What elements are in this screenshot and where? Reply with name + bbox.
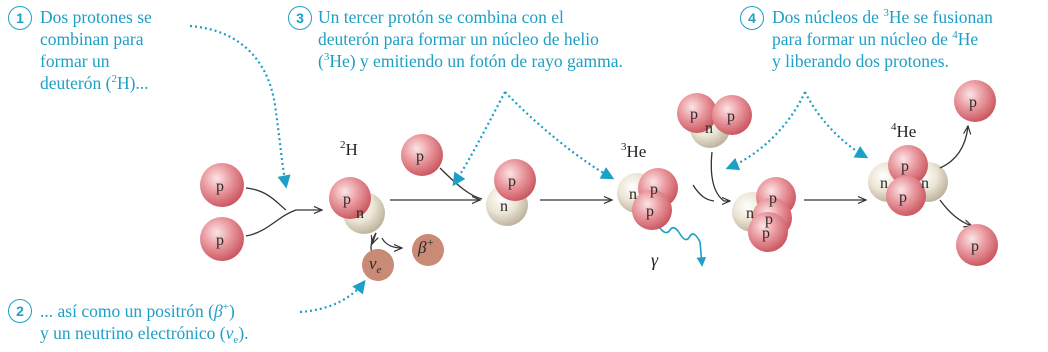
leader-step3-left xyxy=(452,91,506,187)
step-4-note: Dos núcleos de 3He se fusionan para form… xyxy=(772,6,993,72)
proton-label: p xyxy=(901,158,909,175)
proton-capture-arrow xyxy=(439,167,483,200)
helium4-label: 4He xyxy=(891,121,917,142)
helium3-pair-merged: n p p p xyxy=(732,177,796,252)
proton-label: p xyxy=(765,211,773,228)
step-2-line-2: y un neutrino electrónico (νe). xyxy=(40,323,249,346)
released-proton-top: p xyxy=(954,80,996,122)
reactant-proton-bottom: p xyxy=(200,217,244,261)
proton-label: p xyxy=(216,232,224,249)
step-3-note: Un tercer protón se combina con el deute… xyxy=(318,6,623,72)
proton-label: p xyxy=(690,106,698,123)
step-4-line-3: y liberando dos protones. xyxy=(772,51,949,71)
step-4-line-2: para formar un núcleo de 4He xyxy=(772,29,979,49)
reactant-proton-top: p xyxy=(200,163,244,207)
merge-arrow xyxy=(245,187,287,211)
positron-label: β+ xyxy=(418,237,434,258)
step-2-note: ... así como un positrón (β+) y un neutr… xyxy=(40,300,249,346)
leader-step4-left xyxy=(725,91,807,171)
gamma-label: γ xyxy=(651,250,659,270)
step-1-line-1: Dos protones se xyxy=(40,7,152,27)
step-1-line-4: deuterón (2H)... xyxy=(40,73,149,93)
neutron-label: n xyxy=(500,198,508,215)
proton-label: p xyxy=(650,181,658,198)
deuteron: p n xyxy=(329,177,385,234)
proton-label: p xyxy=(416,148,424,165)
neutrino-label: νe xyxy=(369,254,382,276)
proton-label: p xyxy=(899,189,907,206)
proton-label: p xyxy=(769,190,777,207)
helium4-nucleus: n n p p xyxy=(868,145,948,216)
released-proton-arrow-down xyxy=(939,199,972,226)
incoming-proton: p xyxy=(401,134,443,176)
leader-step1 xyxy=(189,24,291,189)
deuteron-proton-pair: p n xyxy=(486,159,536,226)
step-1-number: 1 xyxy=(8,6,32,30)
step-1-note: Dos protones se combinan para formar un … xyxy=(40,6,152,94)
step-3-line-3: (3He) y emitiendo un fotón de rayo gamma… xyxy=(318,51,623,71)
proton-label: p xyxy=(216,178,224,195)
step-2-line-1: ... así como un positrón (β+) xyxy=(40,301,235,321)
leader-step2 xyxy=(299,279,366,314)
proton-label: p xyxy=(343,191,351,208)
step-1-line-2: combinan para xyxy=(40,29,144,49)
leader-step3-right xyxy=(504,91,615,180)
step-3-line-1: Un tercer protón se combina con el xyxy=(318,7,564,27)
neutron-label: n xyxy=(629,186,637,203)
released-proton-bottom: p xyxy=(956,224,998,266)
gamma-ray-wave xyxy=(659,226,707,267)
deuterium-label: 2H xyxy=(340,139,358,160)
step-3-line-2: deuterón para formar un núcleo de helio xyxy=(318,29,599,49)
proton-label: p xyxy=(727,108,735,125)
helium3-nucleus: n p p xyxy=(617,168,678,230)
neutron-label: n xyxy=(705,120,713,137)
helium3-label: 3He xyxy=(621,141,647,162)
positron-particle xyxy=(412,234,444,266)
step-3-number: 3 xyxy=(288,6,312,30)
proton-label: p xyxy=(646,203,654,220)
proton-label: p xyxy=(762,225,770,242)
proton-label: p xyxy=(508,173,516,190)
step-1-line-3: formar un xyxy=(40,51,110,71)
neutrino-particle xyxy=(362,249,394,281)
fusion-merge-arrow xyxy=(692,184,715,202)
neutron-label: n xyxy=(880,175,888,192)
proton-label: p xyxy=(971,238,979,255)
neutron-label: n xyxy=(921,175,929,192)
step-2-number: 2 xyxy=(8,299,32,323)
step-4-number: 4 xyxy=(740,6,764,30)
step-4-line-1: Dos núcleos de 3He se fusionan xyxy=(772,7,993,27)
neutron-label: n xyxy=(746,205,754,222)
released-proton-arrow-up xyxy=(939,126,968,169)
leader-step4-right xyxy=(804,91,869,159)
helium3-upper: p n p xyxy=(677,93,752,148)
neutron-label: n xyxy=(356,205,364,222)
proton-label: p xyxy=(969,94,977,111)
